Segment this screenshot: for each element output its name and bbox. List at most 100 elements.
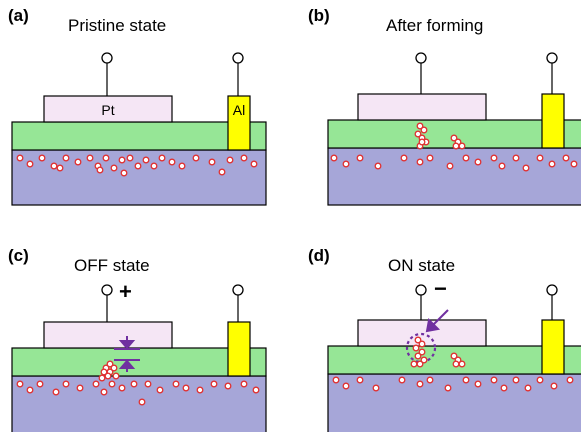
oxygen-vacancy-dot <box>178 162 186 170</box>
oxygen-vacancy-dot <box>418 138 426 146</box>
oxygen-vacancy-dot <box>458 142 466 150</box>
top-electrode <box>357 93 487 121</box>
substrate-layer <box>327 373 581 432</box>
oxygen-vacancy-dot <box>156 386 164 394</box>
oxygen-vacancy-dot <box>450 134 458 142</box>
oxygen-vacancy-dot <box>26 160 34 168</box>
oxygen-vacancy-dot <box>342 160 350 168</box>
oxygen-vacancy-dot <box>240 154 248 162</box>
oxygen-vacancy-dot <box>112 372 120 380</box>
panel-tag: (b) <box>308 6 330 25</box>
side-electrode <box>541 93 565 149</box>
oxygen-vacancy-dot <box>416 158 424 166</box>
oxygen-vacancy-dot <box>446 162 454 170</box>
oxygen-vacancy-dot <box>474 158 482 166</box>
oxygen-vacancy-dot <box>420 356 428 364</box>
device-diagram: + <box>11 279 267 432</box>
oxygen-vacancy-dot <box>416 380 424 388</box>
oxygen-vacancy-dot <box>420 126 428 134</box>
oxygen-vacancy-dot <box>490 154 498 162</box>
oxygen-vacancy-dot <box>226 156 234 164</box>
oxygen-vacancy-dot <box>224 382 232 390</box>
vacancy-group <box>16 154 258 177</box>
oxygen-vacancy-dot <box>100 388 108 396</box>
oxygen-vacancy-dot <box>208 158 216 166</box>
oxygen-vacancy-dot <box>426 154 434 162</box>
oxygen-vacancy-dot <box>414 336 422 344</box>
oxygen-vacancy-dot <box>332 376 340 384</box>
panel-c: (c) OFF state + <box>0 216 290 432</box>
oxygen-vacancy-dot <box>416 360 424 368</box>
oxygen-vacancy-dot <box>26 386 34 394</box>
top-terminal-icon <box>101 284 113 296</box>
oxygen-vacancy-dot <box>76 384 84 392</box>
polarity-sign: + <box>119 279 132 304</box>
oxygen-vacancy-dot <box>118 156 126 164</box>
device-diagram: Pt Al <box>11 52 267 206</box>
panel-tag: (a) <box>8 6 29 25</box>
oxygen-vacancy-dot <box>452 142 460 150</box>
oxygen-vacancy-dot <box>50 162 58 170</box>
panel-d: (d) ON state − <box>290 216 581 432</box>
panel-title: After forming <box>386 16 484 35</box>
oxygen-vacancy-dot <box>412 344 420 352</box>
oxygen-vacancy-dot <box>62 380 70 388</box>
oxygen-vacancy-dot <box>414 130 422 138</box>
oxygen-vacancy-dot <box>210 380 218 388</box>
oxygen-vacancy-dot <box>158 154 166 162</box>
panel-b: (b) After forming <box>290 0 581 216</box>
oxygen-vacancy-dot <box>252 386 260 394</box>
oxygen-vacancy-dot <box>120 169 128 177</box>
oxygen-vacancy-dot <box>450 352 458 360</box>
oxygen-vacancy-dot <box>498 162 506 170</box>
gap-indicator <box>114 336 140 372</box>
oxygen-vacancy-dot <box>462 154 470 162</box>
oxide-layer <box>327 345 581 375</box>
filament-highlight-circle <box>405 332 437 364</box>
oxygen-vacancy-dot <box>52 388 60 396</box>
panel-tag: (c) <box>8 246 29 265</box>
panel-a: (a) Pristine state Pt Al <box>0 0 290 216</box>
oxygen-vacancy-dot <box>108 380 116 388</box>
panel-title: Pristine state <box>68 16 167 35</box>
oxide-layer <box>11 347 267 377</box>
oxygen-vacancy-dot <box>144 380 152 388</box>
top-terminal-icon <box>415 52 427 64</box>
oxygen-vacancy-dot <box>130 380 138 388</box>
oxygen-vacancy-dot <box>374 162 382 170</box>
oxygen-vacancy-dot <box>418 348 426 356</box>
device-diagram: − <box>327 276 581 432</box>
oxygen-vacancy-dot <box>74 158 82 166</box>
oxygen-vacancy-dot <box>218 168 226 176</box>
oxygen-vacancy-dot <box>192 154 200 162</box>
oxygen-vacancy-dot <box>96 166 104 174</box>
side-electrode <box>227 95 251 151</box>
oxygen-vacancy-dot <box>416 122 424 130</box>
oxygen-vacancy-dot <box>536 376 544 384</box>
oxygen-vacancy-dot <box>536 154 544 162</box>
oxygen-vacancy-dot <box>550 382 558 390</box>
oxygen-vacancy-dot <box>400 154 408 162</box>
oxygen-vacancy-dot <box>570 160 578 168</box>
oxygen-vacancy-dot <box>36 380 44 388</box>
oxygen-vacancy-dot <box>126 154 134 162</box>
oxygen-vacancy-dot <box>142 156 150 164</box>
oxygen-vacancy-dot <box>196 386 204 394</box>
oxygen-vacancy-dot <box>172 380 180 388</box>
top-electrode <box>43 321 173 349</box>
oxygen-vacancy-dot <box>102 154 110 162</box>
oxygen-vacancy-dot <box>98 374 106 382</box>
oxygen-vacancy-dot <box>104 372 112 380</box>
oxygen-vacancy-dot <box>474 380 482 388</box>
oxygen-vacancy-dot <box>566 376 574 384</box>
device-diagram <box>327 52 581 206</box>
oxygen-vacancy-dot <box>562 154 570 162</box>
oxygen-vacancy-dot <box>330 154 338 162</box>
pointer-arrow-icon <box>425 309 449 333</box>
side-terminal-icon <box>232 284 244 296</box>
top-electrode-label: Pt <box>101 102 114 118</box>
side-electrode-label: Al <box>233 102 245 118</box>
oxygen-vacancy-dot <box>250 160 258 168</box>
vacancy-group <box>330 122 578 172</box>
oxygen-vacancy-dot <box>458 360 466 368</box>
